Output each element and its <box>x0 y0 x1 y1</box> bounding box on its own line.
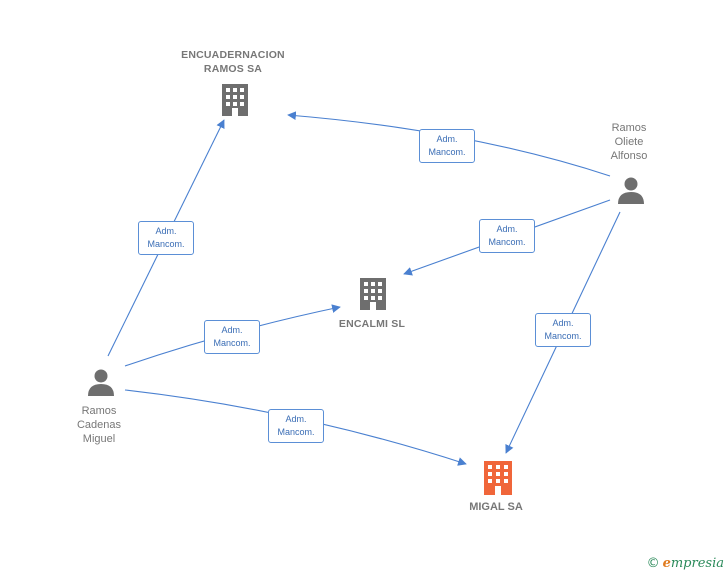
company-label-encuadernacion[interactable]: ENCUADERNACION RAMOS SA <box>165 48 301 76</box>
company-label-migal[interactable]: MIGAL SA <box>446 500 546 514</box>
relation-role: Mancom. <box>147 239 185 249</box>
relation-role: Mancom. <box>544 331 582 341</box>
relation-role: Adm. <box>221 325 243 335</box>
label-line: MIGAL SA <box>469 501 523 513</box>
relation-role: Adm. <box>155 226 177 236</box>
label-line: ENCUADERNACION <box>181 49 285 61</box>
brand-watermark: ©empresia <box>647 556 724 571</box>
label-line: Cadenas <box>76 419 122 431</box>
label-line: RAMOS SA <box>203 63 263 75</box>
relation-role: Mancom. <box>213 338 251 348</box>
label-line: Alfonso <box>610 150 648 162</box>
relation-role: Mancom. <box>428 147 466 157</box>
brand-name: mpresia <box>670 556 724 571</box>
label-line: Ramos <box>81 405 117 417</box>
building-icon <box>360 278 386 310</box>
copyright-icon: © <box>646 556 660 571</box>
relation-box-cadenas-encalmi[interactable]: Adm. Mancom. <box>204 320 260 354</box>
label-line: ENCALMI SL <box>338 318 406 330</box>
person-label-ramos-oliete[interactable]: Ramos Oliete Alfonso <box>594 121 664 163</box>
label-line: Miguel <box>82 433 116 445</box>
relation-role: Adm. <box>552 318 574 328</box>
label-line: Ramos <box>611 122 647 134</box>
person-label-ramos-cadenas[interactable]: Ramos Cadenas Miguel <box>64 404 134 446</box>
relation-role: Adm. <box>285 414 307 424</box>
relation-role: Adm. <box>496 224 518 234</box>
building-icon <box>222 84 248 116</box>
relation-box-oliete-encuadernacion[interactable]: Adm. Mancom. <box>419 129 475 163</box>
company-label-encalmi[interactable]: ENCALMI SL <box>322 317 422 331</box>
relation-box-oliete-migal[interactable]: Adm. Mancom. <box>535 313 591 347</box>
relation-role: Mancom. <box>277 427 315 437</box>
building-highlight-icon <box>484 461 512 495</box>
relation-role: Adm. <box>436 134 458 144</box>
relation-box-cadenas-encuadernacion[interactable]: Adm. Mancom. <box>138 221 194 255</box>
label-line: Oliete <box>614 136 644 148</box>
relation-box-cadenas-migal[interactable]: Adm. Mancom. <box>268 409 324 443</box>
relation-box-oliete-encalmi[interactable]: Adm. Mancom. <box>479 219 535 253</box>
relation-role: Mancom. <box>488 237 526 247</box>
brand-initial: e <box>662 556 671 571</box>
person-icon <box>618 177 644 204</box>
person-icon <box>88 369 114 396</box>
